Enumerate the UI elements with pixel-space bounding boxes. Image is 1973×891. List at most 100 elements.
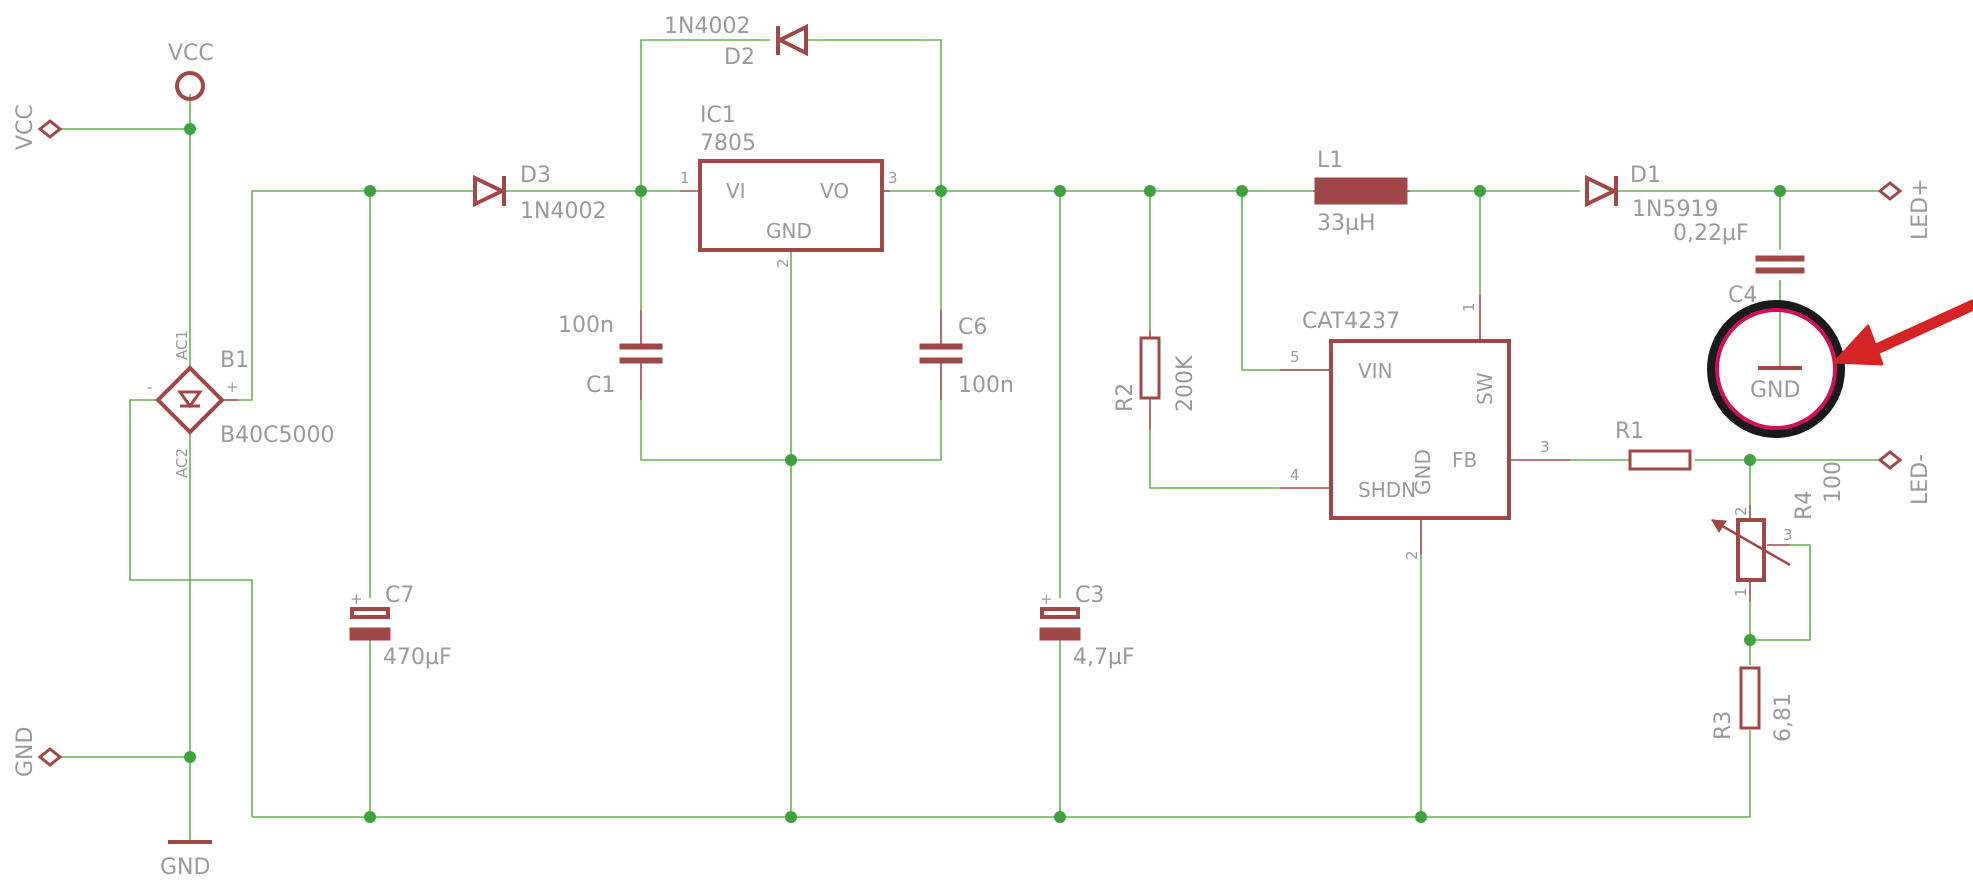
c7-plate-top <box>350 607 390 619</box>
b1-pin-ac1: AC1 <box>173 330 191 360</box>
c3-plate-top <box>1040 607 1080 619</box>
resistor-r3[interactable]: R3 6,81 <box>1711 666 1796 742</box>
cat-pin-sw: SW <box>1473 372 1497 405</box>
wire-bridge-minus <box>129 399 253 817</box>
capacitor-c7[interactable]: + C7 470µF <box>349 583 452 670</box>
c1-name: C1 <box>586 373 615 398</box>
c1-plate-bottom <box>619 357 663 364</box>
ic1-body <box>698 159 884 252</box>
port-diamond-icon <box>37 119 63 139</box>
junction-c3-top <box>1054 185 1066 197</box>
r4-pin1: 1 <box>1732 587 1750 597</box>
junction-c7-gnd <box>364 811 376 823</box>
c3-name: C3 <box>1075 583 1104 608</box>
highlight-ring-outer <box>1707 300 1845 438</box>
junction-vcc <box>184 123 196 135</box>
diode-d3[interactable]: D3 1N4002 <box>473 163 606 224</box>
l1-body <box>1314 177 1408 205</box>
cat-pin-fb: FB <box>1452 448 1477 472</box>
trimmer-r4[interactable]: R4 100 1 2 3 <box>1711 461 1846 602</box>
junction-r4-r3 <box>1744 634 1756 646</box>
d1-value: 1N5919 <box>1632 197 1718 222</box>
diode-d2[interactable]: 1N4002 D2 <box>664 14 808 70</box>
cat-pin4-num: 4 <box>1290 466 1300 484</box>
led-plus-port[interactable]: LED+ <box>1877 178 1933 240</box>
r1-body <box>1628 449 1692 471</box>
r1-name: R1 <box>1615 419 1644 444</box>
capacitor-c4[interactable]: 0,22µF C4 <box>1673 221 1805 308</box>
inductor-l1[interactable]: L1 33µH <box>1313 148 1410 236</box>
c7-polarity: + <box>350 590 363 608</box>
r2-name: R2 <box>1113 383 1138 412</box>
junction-ic1-gnd <box>785 454 797 466</box>
cat-pin-shdn: SHDN <box>1358 478 1416 502</box>
cat-pin1-num: 1 <box>1460 302 1478 312</box>
junction-r2-top <box>1144 185 1156 197</box>
junction-c7-top <box>364 185 376 197</box>
r2-body <box>1139 336 1161 400</box>
cat-pin5-num: 5 <box>1290 348 1300 366</box>
highlight-annotation <box>1707 299 1973 438</box>
capacitor-c6[interactable]: C6 100n <box>919 310 1014 400</box>
led-minus-port[interactable]: LED- <box>1877 450 1933 505</box>
ic1-pin-gnd: GND <box>766 219 812 243</box>
regulator-ic1[interactable]: IC1 7805 VI VO GND 1 2 3 <box>680 103 898 268</box>
r4-pin2: 2 <box>1732 506 1750 516</box>
bridge-rectifier-b1[interactable]: B1 B40C5000 AC1 AC2 + - <box>147 330 334 478</box>
ic1-pin1-num: 1 <box>680 169 690 187</box>
c1-value: 100n <box>558 313 614 338</box>
gnd-port[interactable]: GND <box>13 727 63 777</box>
l1-name: L1 <box>1317 148 1343 173</box>
d3-triangle-icon <box>473 174 507 208</box>
c6-name: C6 <box>958 315 987 340</box>
wire-bridge-plus <box>238 190 480 401</box>
cat-pin-gnd: GND <box>1411 449 1435 495</box>
r3-name: R3 <box>1711 711 1736 740</box>
vcc-supply-label: VCC <box>168 41 214 66</box>
capacitor-c3[interactable]: + C3 4,7µF <box>1039 583 1135 670</box>
cat-pin2-num: 2 <box>1403 550 1421 560</box>
vcc-circle-icon <box>175 71 205 101</box>
r4-arrowhead-icon <box>1711 519 1727 533</box>
c6-value: 100n <box>958 373 1014 398</box>
junction-ic1-in <box>635 185 647 197</box>
cat-pin3-num: 3 <box>1540 438 1550 456</box>
pointer-arrow-icon <box>1833 324 1884 366</box>
ic1-pin2-num: 2 <box>774 258 792 268</box>
c4-name: C4 <box>1728 283 1757 308</box>
bridge-diode-icon <box>177 390 203 409</box>
junction-sw <box>1474 185 1486 197</box>
c7-name: C7 <box>385 583 414 608</box>
d2-triangle-icon <box>775 23 808 57</box>
capacitor-c1[interactable]: 100n C1 <box>558 310 663 400</box>
r4-name: R4 <box>1792 491 1817 520</box>
r4-value: 100 <box>1821 461 1846 503</box>
vcc-port-label: VCC <box>13 104 38 150</box>
diode-d1[interactable]: D1 1N5919 <box>1585 163 1718 222</box>
junction-ic1-gnd-rail <box>785 811 797 823</box>
resistor-r1[interactable]: R1 <box>1615 419 1692 471</box>
d1-name: D1 <box>1630 163 1661 188</box>
cat-name: CAT4237 <box>1302 309 1400 334</box>
gnd-c4-label: GND <box>1750 378 1800 403</box>
resistor-r2[interactable]: R2 200K <box>1113 330 1198 430</box>
d3-value: 1N4002 <box>520 199 606 224</box>
b1-pin-ac2: AC2 <box>173 448 191 478</box>
led-minus-label: LED- <box>1908 454 1933 505</box>
c6-plate-bottom <box>919 357 963 364</box>
port-diamond-icon <box>1877 450 1903 470</box>
d2-value: 1N4002 <box>664 14 750 39</box>
c6-plate-top <box>919 343 963 350</box>
junction-ic1-out <box>935 185 947 197</box>
gnd-symbol-c4: GND <box>1750 366 1802 403</box>
r2-value: 200K <box>1173 355 1198 412</box>
c1-plate-top <box>619 343 663 350</box>
driver-cat4237[interactable]: CAT4237 VIN SW FB SHDN GND 1 2 3 4 5 <box>1280 295 1570 560</box>
vcc-port[interactable]: VCC <box>13 104 63 150</box>
led-plus-label: LED+ <box>1908 178 1933 240</box>
pointer-arrow-shaft <box>1864 299 1973 358</box>
wire-d2-right <box>806 39 942 191</box>
d2-name: D2 <box>724 45 755 70</box>
b1-pin-plus-label: + <box>226 378 239 396</box>
